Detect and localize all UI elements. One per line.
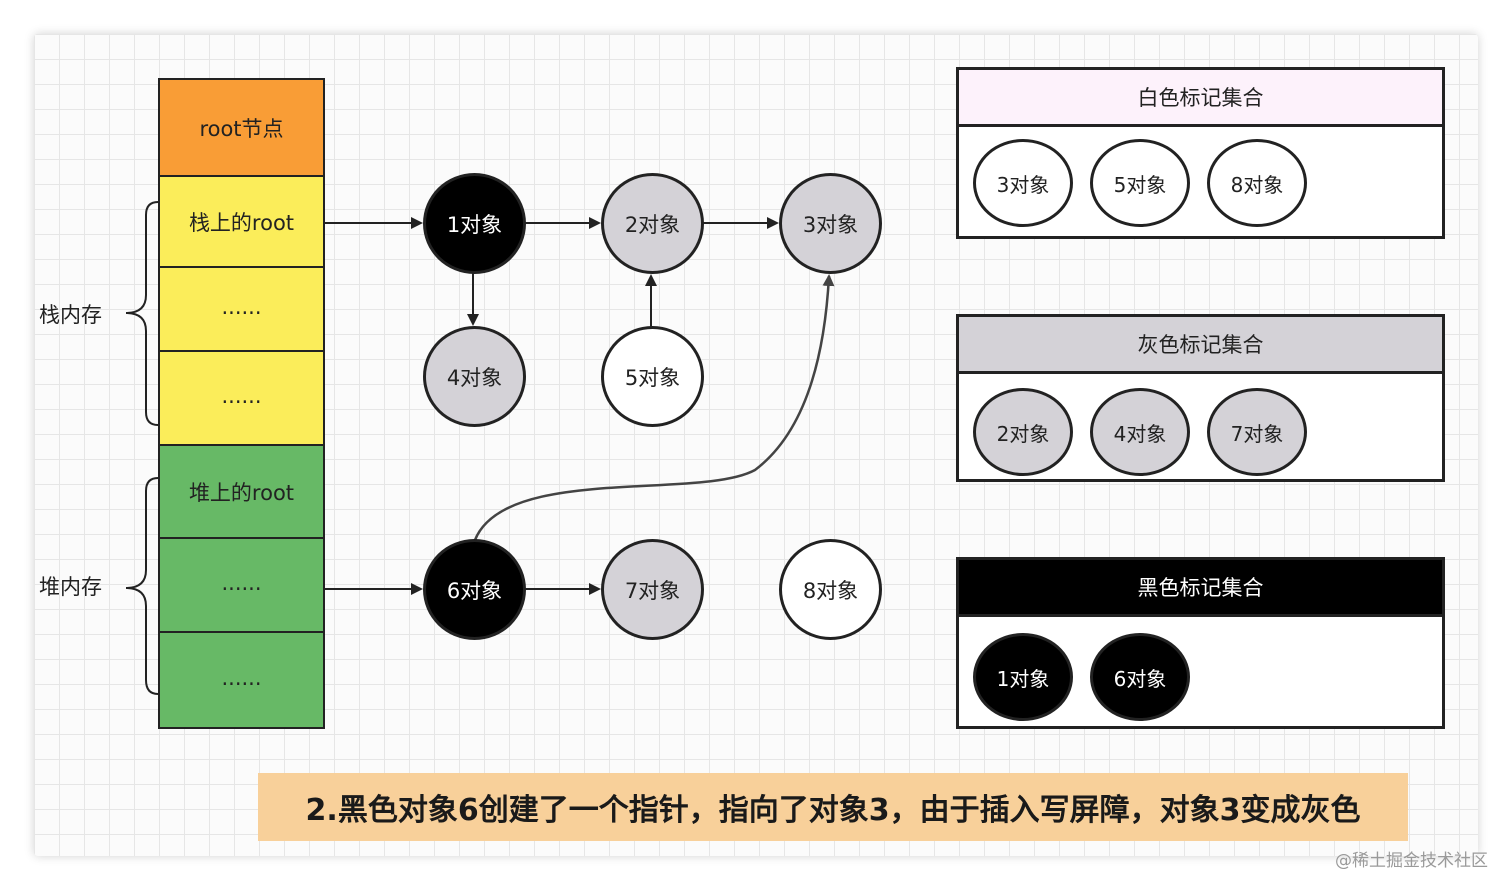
gray-set-header: 灰色标记集合 (959, 317, 1442, 374)
object-8-node: 8对象 (779, 539, 882, 640)
gray-set-item-label: 2对象 (996, 421, 1050, 446)
object-3-label: 3对象 (802, 212, 859, 237)
root-node-cell: root节点 (158, 78, 325, 177)
black-set-item-label: 6对象 (1113, 666, 1167, 691)
object-8-label: 8对象 (802, 578, 859, 603)
gray-set-item: 4对象 (1090, 388, 1190, 476)
black-set-item-label: 1对象 (996, 666, 1050, 691)
white-set-item-label: 5对象 (1113, 172, 1167, 197)
stack-root-cell: 栈上的root (158, 175, 325, 268)
black-set-title: 黑色标记集合 (1137, 576, 1264, 600)
stack-cell-2: ...... (158, 266, 325, 352)
white-set-header: 白色标记集合 (959, 70, 1442, 127)
gray-set-item: 7对象 (1207, 388, 1307, 476)
object-1-node: 1对象 (423, 173, 526, 274)
gray-set-title: 灰色标记集合 (1137, 333, 1264, 357)
gray-set-item-label: 7对象 (1230, 421, 1284, 446)
arrow-obj6-to-obj3 (473, 274, 835, 541)
object-6-label: 6对象 (446, 578, 503, 603)
white-set-item: 8对象 (1207, 139, 1307, 227)
stack-root-label: 栈上的root (188, 210, 295, 235)
brace-heap (125, 477, 159, 695)
gray-set-box: 灰色标记集合 2对象 4对象 7对象 (956, 314, 1445, 482)
black-set-item: 1对象 (973, 633, 1073, 721)
white-set-item: 3对象 (973, 139, 1073, 227)
object-2-node: 2对象 (601, 173, 704, 274)
brace-stack (125, 201, 159, 426)
gray-set-item: 2对象 (973, 388, 1073, 476)
caption-banner: 2.黑色对象6创建了一个指针，指向了对象3，由于插入写屏障，对象3变成灰色 (258, 773, 1408, 841)
white-set-item-label: 8对象 (1230, 172, 1284, 197)
heap-root-label: 堆上的root (188, 480, 295, 505)
object-7-label: 7对象 (624, 578, 681, 603)
object-2-label: 2对象 (624, 212, 681, 237)
heap-cell-3-label: ...... (221, 666, 262, 690)
black-set-item: 6对象 (1090, 633, 1190, 721)
black-set-box: 黑色标记集合 1对象 6对象 (956, 557, 1445, 729)
stack-cell-3-label: ...... (221, 384, 262, 408)
heap-cell-2-label: ...... (221, 571, 262, 595)
root-node-label: root节点 (199, 116, 284, 141)
heap-cell-3: ...... (158, 631, 325, 729)
object-4-label: 4对象 (446, 365, 503, 390)
white-set-title: 白色标记集合 (1137, 86, 1264, 110)
stack-cell-3: ...... (158, 350, 325, 446)
object-6-node: 6对象 (423, 539, 526, 640)
heap-cell-2: ...... (158, 537, 325, 633)
object-4-node: 4对象 (423, 326, 526, 427)
white-set-box: 白色标记集合 3对象 5对象 8对象 (956, 67, 1445, 239)
watermark: @稀土掘金技术社区 (1335, 851, 1488, 871)
stack-memory-label: 栈内存 (39, 303, 102, 327)
black-set-header: 黑色标记集合 (959, 560, 1442, 617)
stack-cell-2-label: ...... (221, 295, 262, 319)
object-5-node: 5对象 (601, 326, 704, 427)
object-3-node: 3对象 (779, 173, 882, 274)
caption-text: 2.黑色对象6创建了一个指针，指向了对象3，由于插入写屏障，对象3变成灰色 (305, 793, 1361, 828)
heap-memory-label: 堆内存 (39, 575, 102, 599)
object-1-label: 1对象 (446, 212, 503, 237)
object-5-label: 5对象 (624, 365, 681, 390)
white-set-item: 5对象 (1090, 139, 1190, 227)
gray-set-item-label: 4对象 (1113, 421, 1167, 446)
object-7-node: 7对象 (601, 539, 704, 640)
white-set-item-label: 3对象 (996, 172, 1050, 197)
heap-root-cell: 堆上的root (158, 444, 325, 539)
